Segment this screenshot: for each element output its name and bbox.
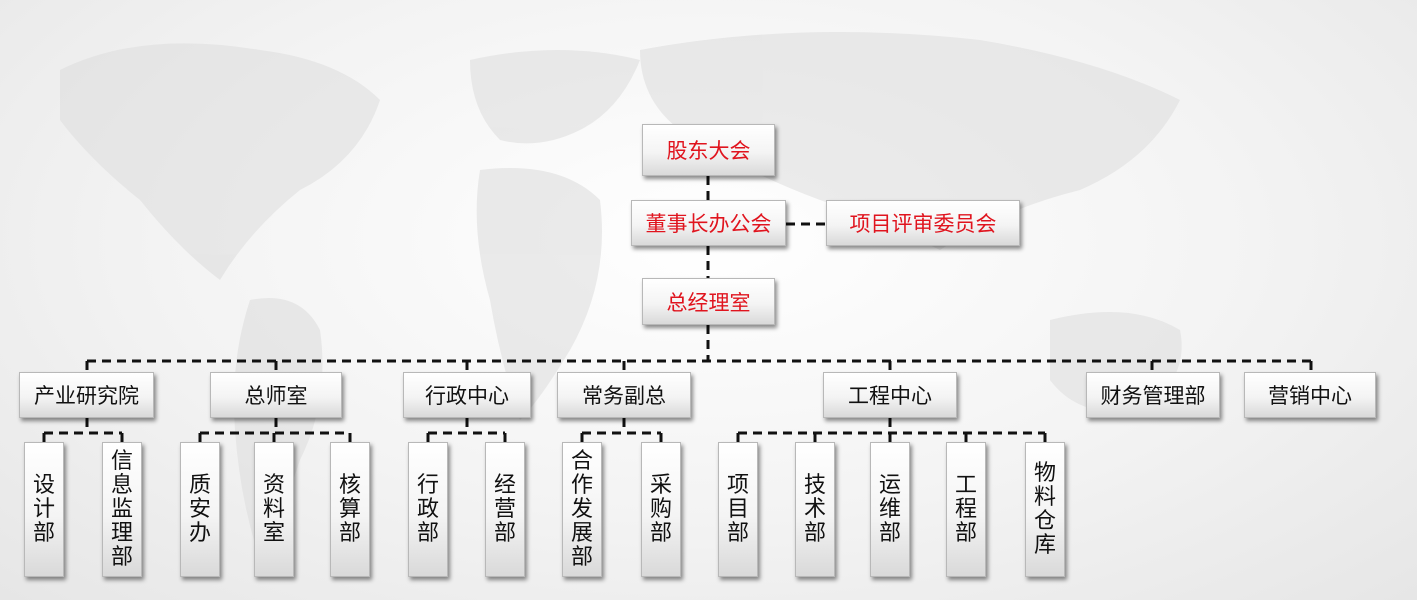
dept-marketing-center: 营销中心 [1244, 372, 1376, 418]
subunit-project: 项目部 [718, 442, 758, 577]
dept-engineering-center: 工程中心 [823, 372, 957, 418]
subunit-engineering: 工程部 [946, 442, 986, 577]
subunit-operations: 经营部 [485, 442, 525, 577]
dept-executive-vp: 常务副总 [557, 372, 691, 418]
subunit-info-supervision: 信息监理部 [102, 442, 142, 577]
subunit-procurement: 采购部 [641, 442, 681, 577]
subunit-maintenance: 运维部 [870, 442, 910, 577]
dept-administration-center: 行政中心 [403, 372, 531, 418]
dept-industry-research-institute: 产业研究院 [19, 372, 154, 418]
subunit-technology: 技术部 [795, 442, 835, 577]
subunit-cooperation-development: 合作发展部 [562, 442, 602, 577]
shareholders-meeting-box: 股东大会 [642, 124, 775, 176]
subunit-materials-warehouse: 物料仓库 [1025, 442, 1065, 577]
gm-office-box: 总经理室 [642, 278, 775, 325]
board-office-box: 董事长办公会 [631, 200, 786, 246]
subunit-design: 设计部 [24, 442, 64, 577]
subunit-administration: 行政部 [408, 442, 448, 577]
subunit-archives: 资料室 [254, 442, 294, 577]
dept-finance: 财务管理部 [1086, 372, 1220, 418]
subunit-quality-safety: 质安办 [180, 442, 220, 577]
dept-chief-engineer-office: 总师室 [210, 372, 342, 418]
review-committee-box: 项目评审委员会 [826, 200, 1020, 246]
subunit-accounting: 核算部 [330, 442, 370, 577]
